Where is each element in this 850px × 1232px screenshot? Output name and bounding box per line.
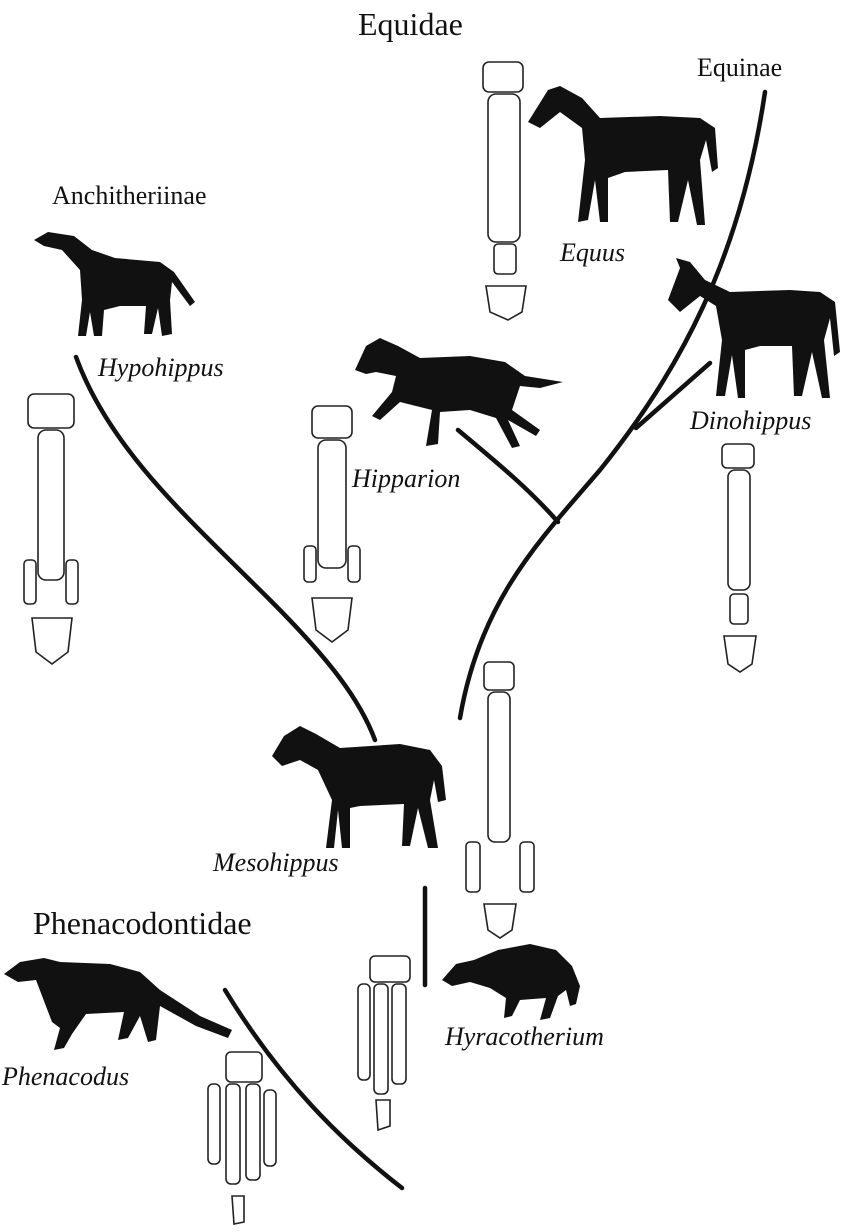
mesohippus-foot-skeleton — [465, 661, 535, 939]
label-phenacodus: Phenacodus — [2, 1062, 130, 1091]
mesohippus-silhouette — [272, 726, 446, 848]
dinohippus-foot-skeleton — [721, 443, 757, 673]
heading-equidae: Equidae — [358, 6, 463, 42]
label-anchitheriinae: Anchitheriinae — [52, 181, 207, 210]
label-hipparion: Hipparion — [352, 464, 461, 493]
heading-phenacodontidae: Phenacodontidae — [33, 905, 252, 941]
label-hyracotherium: Hyracotherium — [445, 1022, 604, 1051]
hipparion-foot-skeleton — [303, 405, 361, 643]
hypohippus-foot-skeleton — [23, 393, 79, 665]
hyracotherium-foot-skeleton — [357, 955, 411, 1132]
equus-silhouette — [528, 86, 718, 225]
equus-foot-skeleton — [482, 61, 527, 321]
label-dinohippus: Dinohippus — [690, 406, 812, 435]
phenacodus-foot-skeleton — [207, 1051, 277, 1225]
hypohippus-silhouette — [34, 232, 195, 336]
branch-equinae — [457, 89, 768, 721]
hipparion-silhouette — [355, 338, 563, 448]
label-hypohippus: Hypohippus — [98, 353, 224, 382]
label-mesohippus: Mesohippus — [213, 848, 339, 877]
branch-dinohippus — [633, 360, 713, 431]
label-equinae: Equinae — [697, 53, 783, 82]
branch-hipparion — [455, 427, 561, 525]
hyracotherium-silhouette — [442, 944, 580, 1020]
dinohippus-silhouette — [668, 258, 840, 398]
branch-anchitheriinae — [73, 354, 378, 743]
label-equus: Equus — [560, 238, 625, 267]
branch-phenacodontidae — [222, 987, 405, 1191]
phenacodus-silhouette — [4, 958, 232, 1050]
